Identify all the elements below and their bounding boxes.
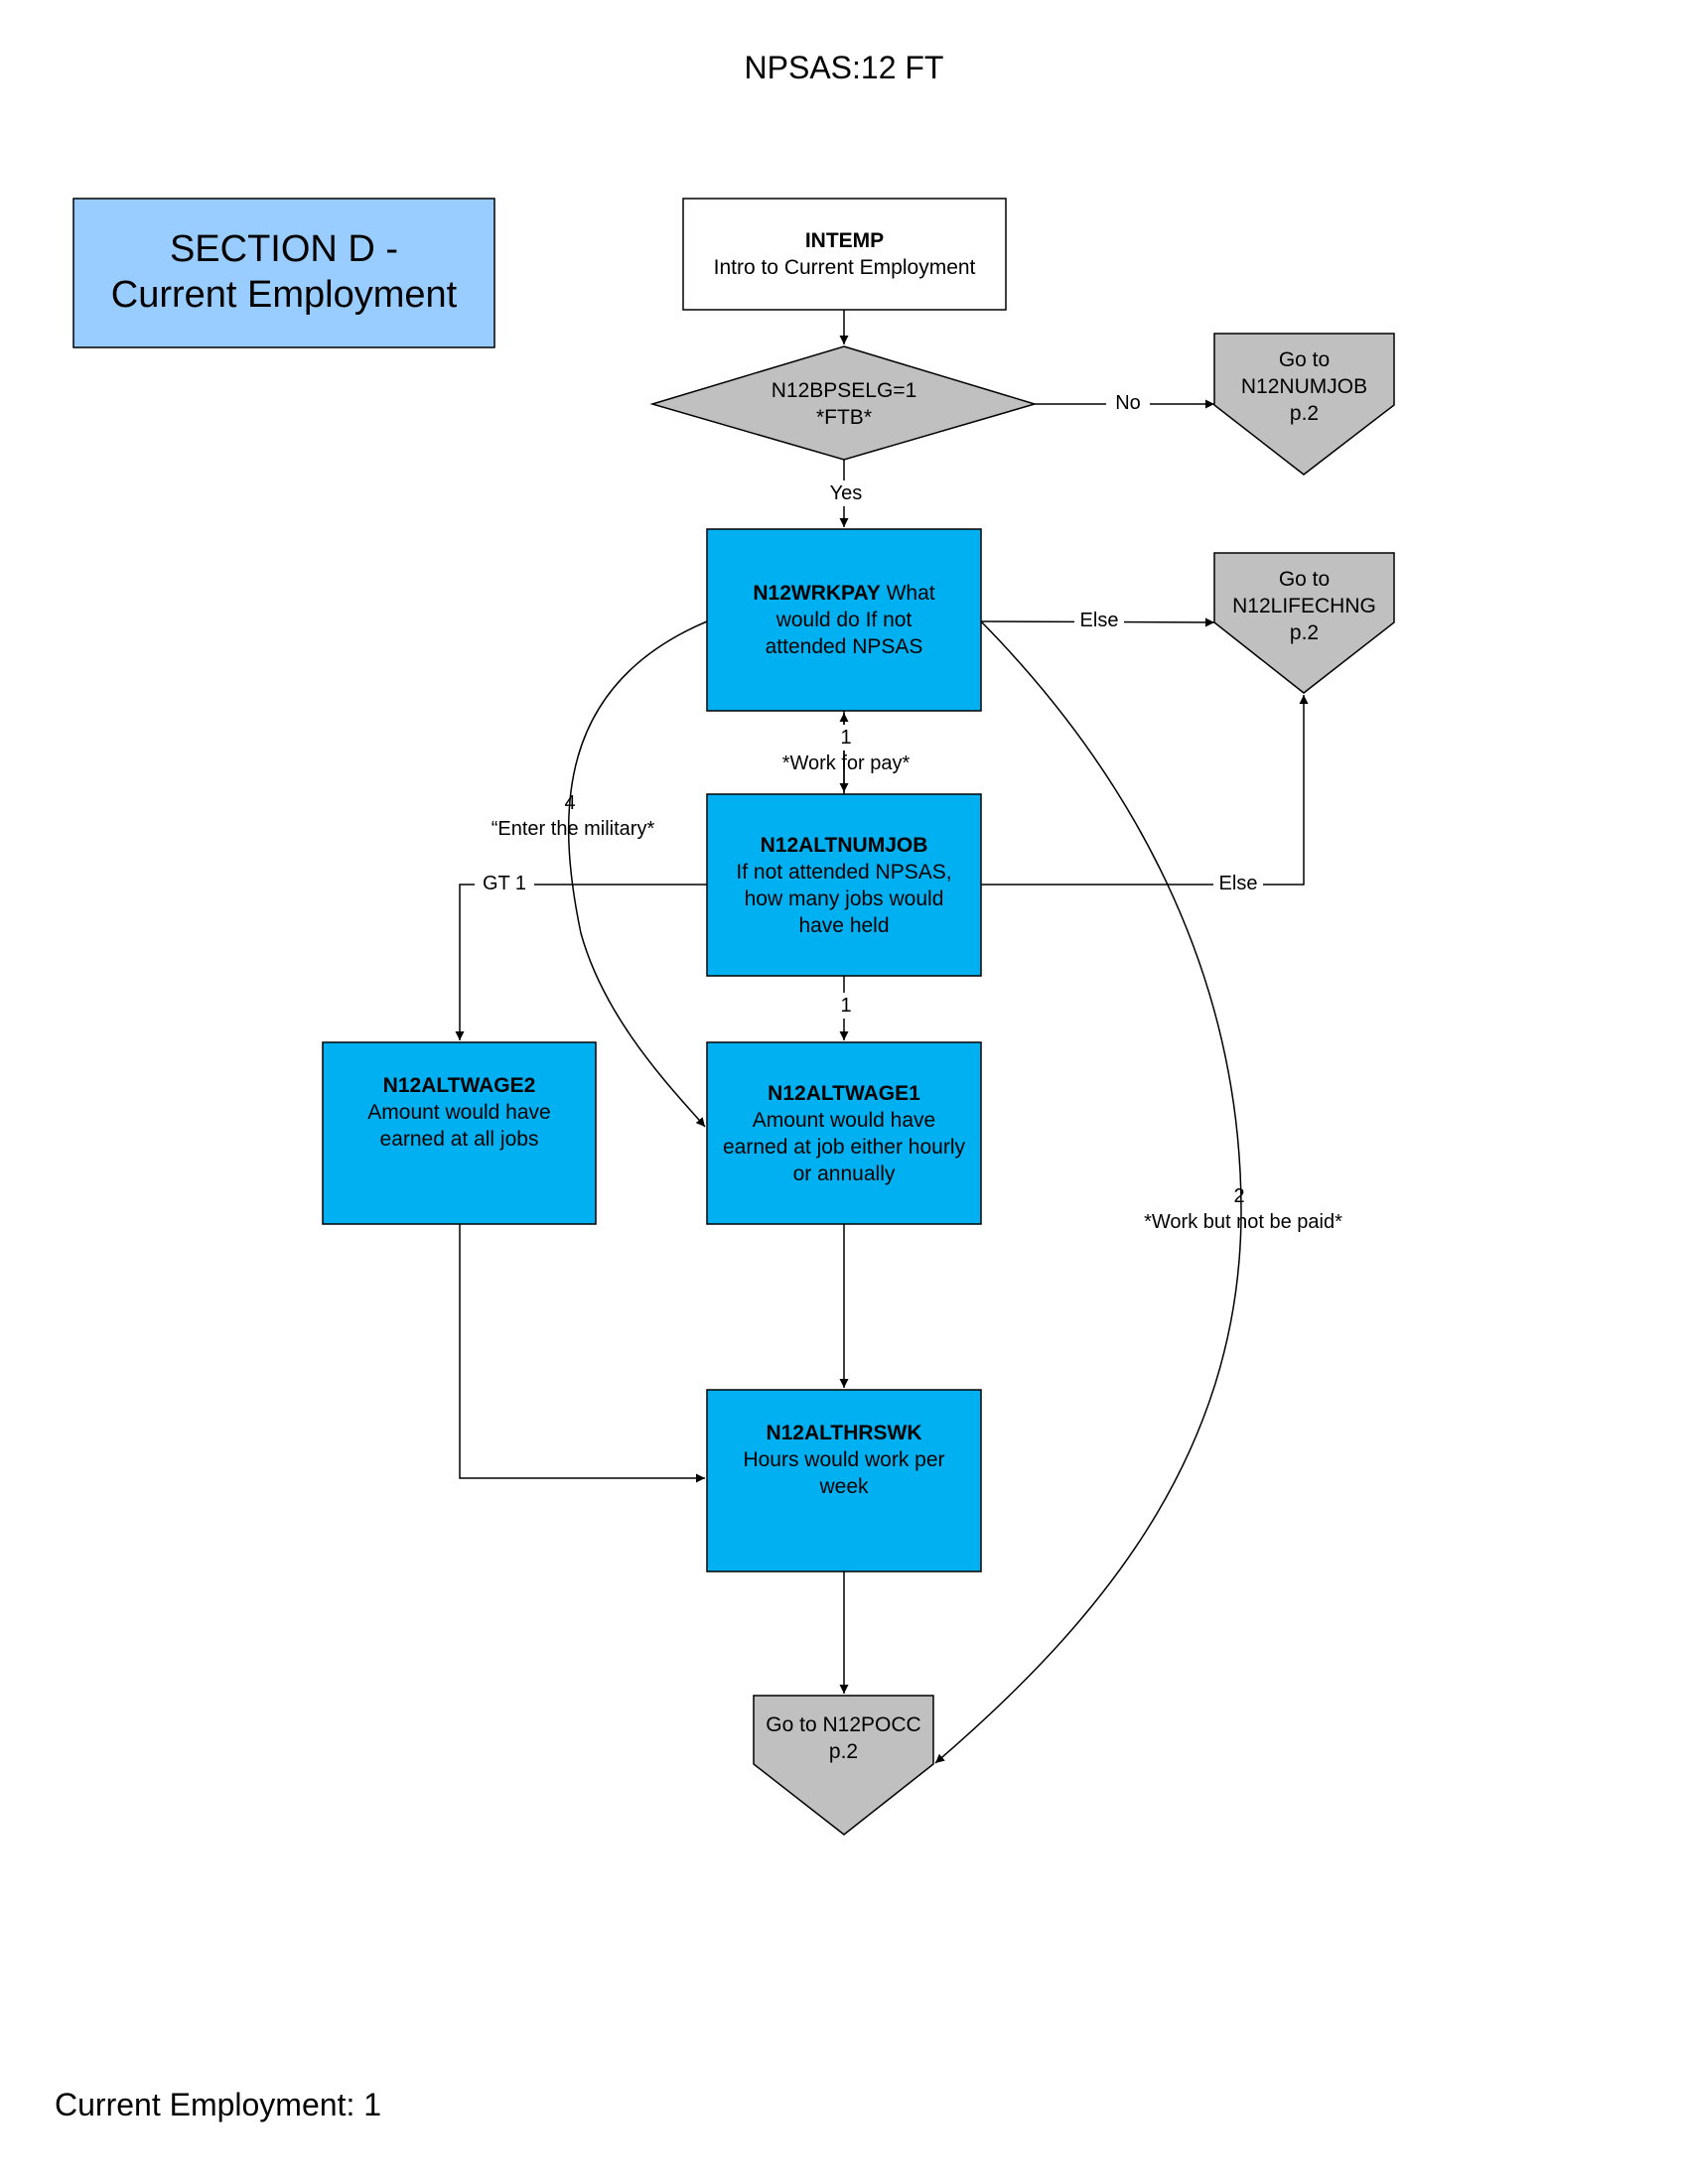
altwage1-box (706, 1041, 982, 1225)
altwage2-line2: earned at all jobs (379, 1127, 539, 1151)
altnumjob-node: N12ALTNUMJOB If not attended NPSAS, how … (707, 794, 981, 976)
goto-pocc-line2: p.2 (828, 1740, 859, 1763)
section-label-line1: SECTION D - (169, 228, 399, 270)
intemp-box (682, 198, 1007, 311)
wrkpay-node: N12WRKPAY What would do If not attended … (707, 529, 981, 711)
goto-numjob-shape (1213, 333, 1395, 476)
wrkpay-line1: N12WRKPAY What (753, 580, 934, 607)
altnumjob-line2: how many jobs would (744, 887, 944, 910)
decision-line1: N12BPSELG=1 (771, 379, 917, 402)
edge-label-else-mid: Else (1213, 871, 1263, 896)
althrswk-code: N12ALTHRSWK (766, 1421, 922, 1444)
decision-line2: *FTB* (815, 406, 872, 429)
edge-altnumjob-gt1 (455, 884, 707, 1040)
goto-lifechng-line1: Go to (1278, 567, 1331, 591)
altnumjob-line3: have held (798, 913, 890, 937)
wrkpay-desc-inline: What (880, 582, 935, 605)
intemp-code: INTEMP (804, 229, 885, 252)
goto-lifechng-line2: N12LIFECHNG (1232, 594, 1376, 617)
altwage1-line2: earned at job either hourly (723, 1135, 965, 1159)
altnumjob-line1: If not attended NPSAS, (736, 860, 952, 884)
goto-numjob-line1: Go to (1278, 347, 1331, 371)
edge-label-else-top: Else (1074, 608, 1124, 633)
edge-label-one: 1 (834, 993, 858, 1019)
decision-node: N12BPSELG=1 *FTB* (725, 359, 963, 449)
altwage1-line3: or annually (792, 1161, 896, 1185)
goto-pocc-shape (753, 1695, 934, 1836)
edge-label-military-num: 4 (564, 792, 576, 814)
intemp-node: INTEMP Intro to Current Employment (683, 199, 1006, 310)
altwage2-line1: Amount would have (367, 1100, 551, 1124)
edge-label-not-paid-text: *Work but not be paid* (1144, 1211, 1342, 1233)
althrswk-line2: week (819, 1474, 869, 1498)
altwage2-box (322, 1041, 597, 1225)
goto-lifechng-line3: p.2 (1289, 620, 1320, 644)
section-label: SECTION D - Current Employment (73, 226, 494, 318)
edge-label-no: No (1106, 390, 1150, 416)
edge-label-not-paid-num: 2 (1233, 1185, 1245, 1207)
altwage1-code: N12ALTWAGE1 (768, 1081, 920, 1105)
altwage1-node: N12ALTWAGE1 Amount would have earned at … (707, 1042, 981, 1224)
goto-lifechng-node: Go to N12LIFECHNG p.2 (1214, 561, 1394, 650)
edge-altwage2-althrswk (459, 1224, 705, 1483)
altnumjob-code: N12ALTNUMJOB (760, 833, 928, 857)
edge-label-military-text: “Enter the military* (491, 818, 655, 840)
section-box (72, 198, 495, 348)
section-label-line2: Current Employment (110, 274, 458, 316)
edge-label-work-pay-text: *Work for pay* (781, 752, 911, 774)
althrswk-line1: Hours would work per (743, 1447, 945, 1471)
althrswk-node: N12ALTHRSWK Hours would work per week (707, 1390, 981, 1529)
wrkpay-box (706, 528, 982, 712)
goto-numjob-node: Go to N12NUMJOB p.2 (1214, 341, 1394, 431)
altnumjob-box (706, 793, 982, 977)
altwage2-node: N12ALTWAGE2 Amount would have earned at … (323, 1042, 596, 1181)
goto-pocc-node: Go to N12POCC p.2 (754, 1704, 933, 1773)
goto-pocc-line1: Go to N12POCC (766, 1713, 921, 1736)
edge-label-gt1: GT 1 (475, 871, 534, 896)
edge-label-yes: Yes (818, 480, 874, 506)
wrkpay-code: N12WRKPAY (753, 582, 881, 605)
wrkpay-line3: attended NPSAS (765, 635, 923, 658)
goto-lifechng-shape (1213, 552, 1395, 694)
edge-label-work-pay-num: 1 (834, 725, 858, 751)
edge-wrkpay-notpaid (934, 620, 1242, 1764)
page-title: NPSAS:12 FT (744, 50, 944, 85)
wrkpay-line2: would do If not (775, 609, 913, 631)
altwage1-line1: Amount would have (752, 1108, 936, 1132)
edge-altnumjob-else (981, 695, 1309, 886)
edge-wrkpay-military (567, 620, 708, 1128)
altwage2-code: N12ALTWAGE2 (382, 1073, 536, 1097)
page-footer: Current Employment: 1 (55, 2087, 382, 2122)
goto-numjob-line3: p.2 (1289, 401, 1320, 425)
goto-numjob-line2: N12NUMJOB (1240, 374, 1368, 398)
intemp-desc: Intro to Current Employment (713, 256, 976, 279)
